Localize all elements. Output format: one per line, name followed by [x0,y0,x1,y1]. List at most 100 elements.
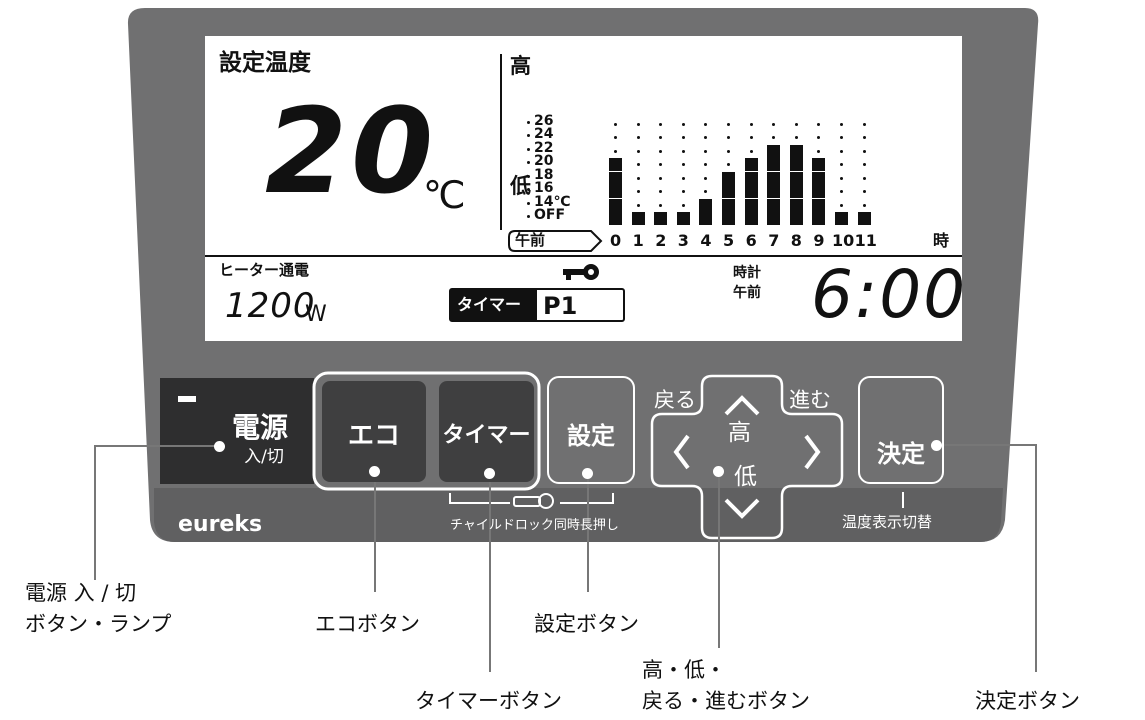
grid-dot [862,122,866,126]
set-temp-label: 設定温度 [219,50,311,76]
x-tick-label: 3 [677,231,689,250]
schedule-bar-cell [857,212,871,225]
x-tick-label: 4 [700,231,712,250]
timer-button[interactable]: タイマー [439,381,534,482]
callout-power-line1: 電源 入 / 切 [25,581,137,605]
schedule-bar-cell [767,144,781,158]
x-tick-label: 0 [610,231,622,250]
grid-dot [727,149,730,153]
grid-dot [636,163,640,166]
y-tick-dot [527,201,530,205]
chevron-left-icon [673,434,690,470]
eco-timer-outline [312,371,541,491]
timer-label: タイマー [457,295,522,314]
schedule-bar-cell [767,185,781,198]
callout-power-line2: ボタン・ランプ [25,612,172,636]
grid-dot [840,163,843,166]
y-tick-label: 24 [534,126,554,142]
high-label: 高 [728,420,751,446]
callout-nav: 高・低・ 戻る・進むボタン [642,655,810,717]
schedule-bar-cell [812,198,826,212]
grid-dot [772,122,776,126]
power-button[interactable]: 電源 入/切 [160,378,314,484]
x-tick-label: 10 [832,231,855,250]
y-tick-label: OFF [534,207,566,223]
timer-callout-dot [484,468,495,479]
chart-low-label: 低 [510,174,531,198]
heater-label: ヒーター通電 [219,261,310,279]
schedule-bar-cell [812,158,826,171]
key-icon [563,264,599,280]
schedule-bar-cell [767,158,781,171]
am-period-box [508,230,603,252]
lcd-divider-vertical [500,54,502,230]
timer-label-bg [451,290,537,320]
lcd-divider-horizontal [205,255,962,257]
grid-dot [659,136,663,139]
power-button-shape [160,378,314,484]
power-callout-dot [214,441,225,452]
callout-timer: タイマーボタン [415,689,562,713]
schedule-bar-cell [767,212,781,225]
schedule-bar-cell [654,212,668,225]
grid-dot [704,163,708,166]
child-lock-key-icon [513,493,554,509]
schedule-bar-cell [699,198,713,212]
panel-bottom-band [154,488,1003,542]
schedule-bar-cell [767,171,781,185]
schedule-bar-cell [722,198,735,212]
grid-dot [659,163,663,166]
y-tick-label: 14℃ [534,193,571,210]
x-tick-label: 6 [745,231,757,250]
setting-button[interactable]: 設定 [547,376,635,484]
leader-lines [94,444,1037,672]
x-tick-label: 7 [768,231,780,250]
grid-dot [704,122,708,126]
schedule-bar-cell [812,171,826,185]
y-tick-dot [527,134,530,137]
schedule-bar-cell [744,198,758,212]
temp-display-switch-label: 温度表示切替 [842,513,933,531]
grid-dot [817,149,821,153]
back-label: 戻る [654,388,696,412]
nav-pad-button[interactable] [652,376,842,538]
nav-cross-outline [650,374,844,540]
grid-dot [636,190,640,193]
schedule-bar-cell [789,212,803,225]
grid-dot [681,163,685,166]
schedule-bar-cell [812,185,826,198]
schedule-bar-cell [789,171,803,185]
schedule-bar-cell [676,212,690,225]
schedule-bar-cell [609,212,622,225]
grid-dot [659,176,663,180]
schedule-bar-cell [609,198,622,212]
grid-dot [681,190,685,193]
callout-setting: 設定ボタン [534,612,639,636]
callout-nav-line1: 高・低・ [642,658,726,682]
grid-dot [840,149,843,153]
schedule-bar-cell [631,212,645,225]
nav-callout-dot [713,466,724,477]
x-tick-label: 8 [790,231,802,250]
schedule-bar-cell [744,158,758,171]
clock-label: 時計 [733,265,761,281]
grid-dot [681,136,685,139]
set-temp-unit: ℃ [423,173,466,217]
schedule-bar-cell [767,198,781,212]
x-tick-label: 5 [723,231,735,250]
eco-button[interactable]: エコ [322,381,426,482]
grid-dot [636,149,640,153]
schedule-bar-cell [722,185,735,198]
forward-label: 進む [789,388,831,412]
schedule-bar-cell [812,212,826,225]
grid-dot [681,203,685,207]
heater-unit: W [305,302,327,327]
callout-power: 電源 入 / 切 ボタン・ランプ [25,578,171,640]
grid-dot [840,190,843,193]
grid-dot [704,136,708,139]
eco-callout-dot [369,466,380,477]
decide-button[interactable]: 決定 [858,376,944,484]
decide-callout-dot [931,440,942,451]
schedule-bar-cell [744,171,758,185]
